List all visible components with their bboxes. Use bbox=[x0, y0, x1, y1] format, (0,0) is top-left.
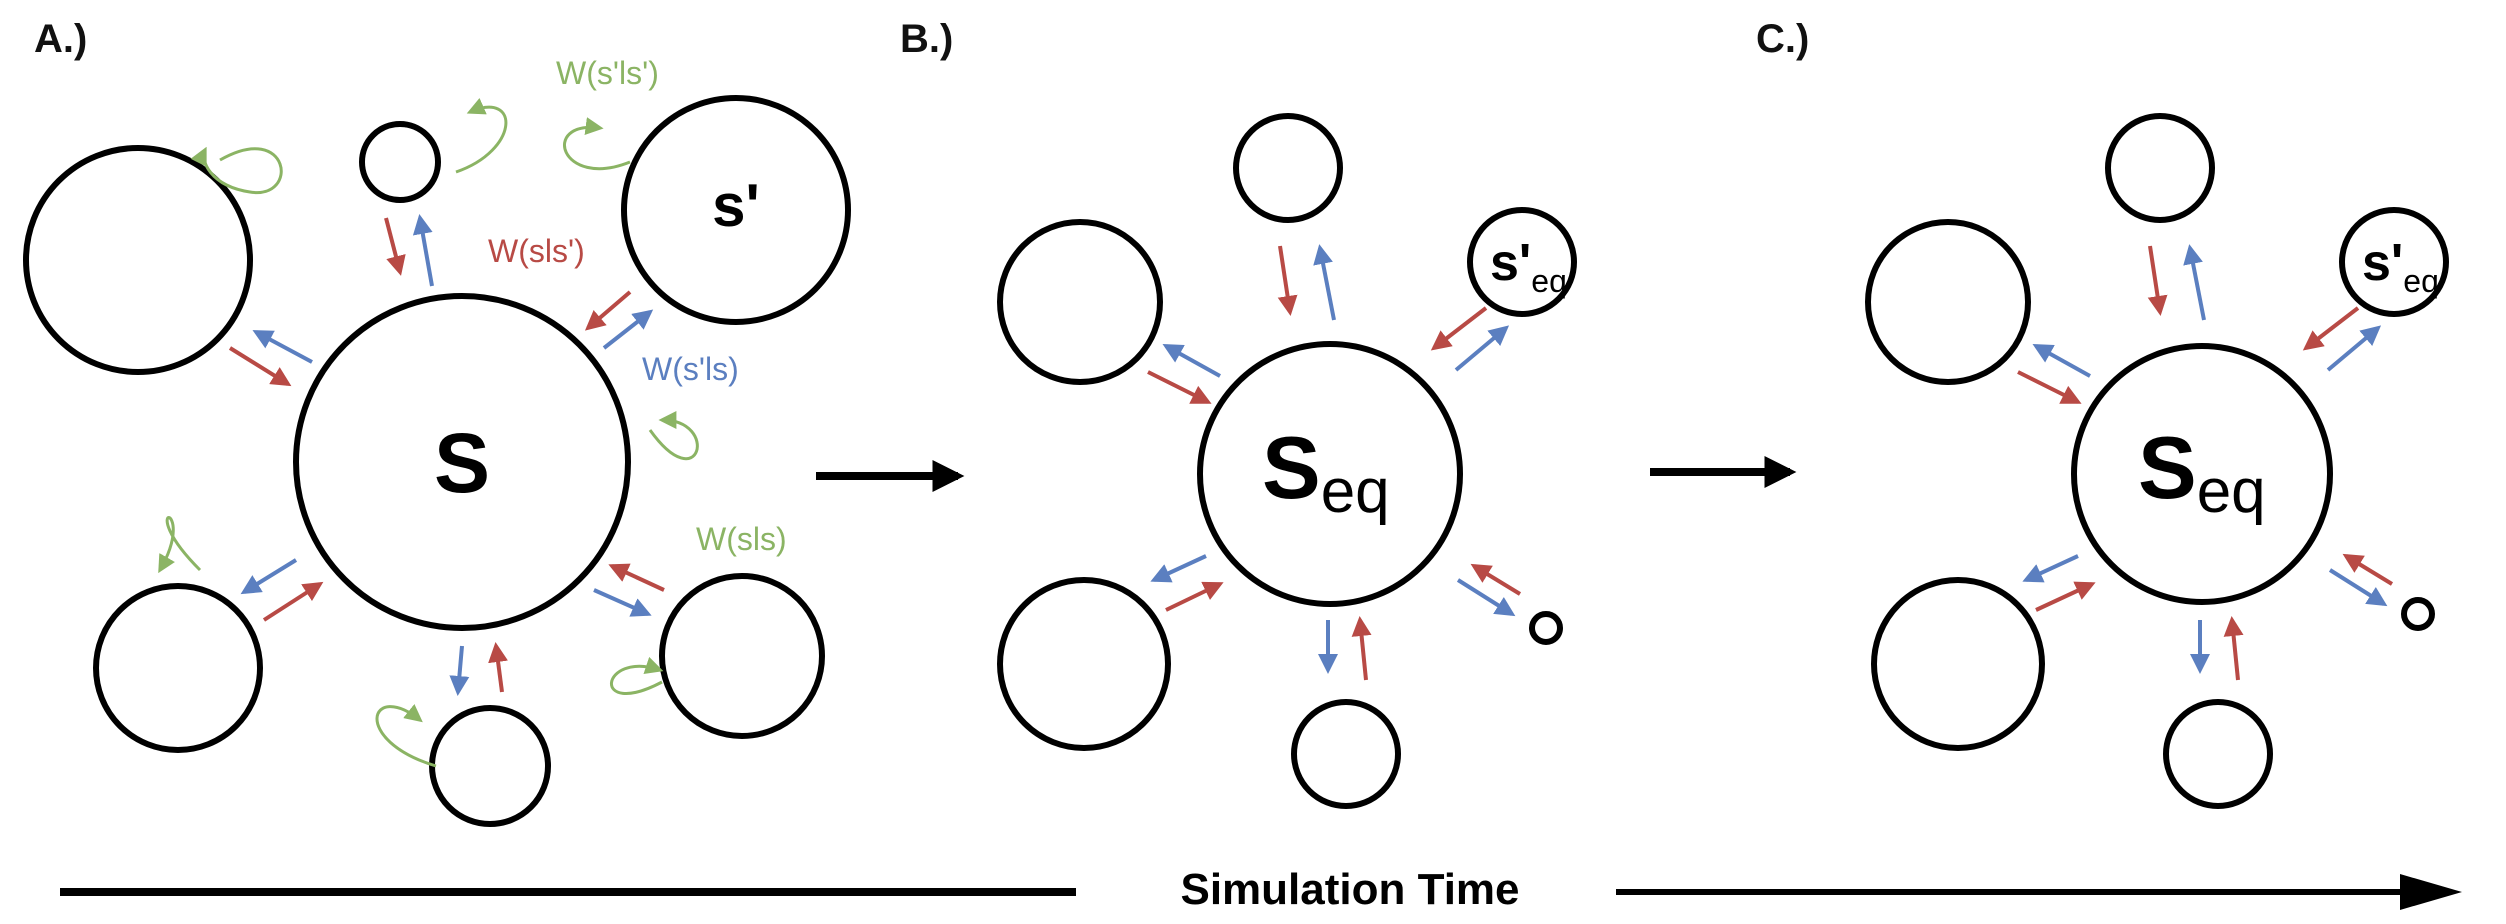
timeline-label: Simulation Time bbox=[1180, 865, 1519, 914]
self-loop-arrow bbox=[190, 146, 283, 194]
arrow-in-red bbox=[1430, 306, 1488, 351]
panel-b-label: B.) bbox=[900, 17, 953, 61]
self-loop-arrow bbox=[562, 117, 631, 170]
panel-b: B.) Seq s'eq bbox=[900, 17, 1577, 809]
state-s-prime-label: s' bbox=[712, 172, 760, 239]
arrow-out-blue bbox=[1313, 244, 1336, 321]
arrow-out-blue bbox=[449, 645, 470, 696]
state-s-prime-eq-label: s'eq bbox=[1490, 234, 1567, 299]
state-s-prime-circle bbox=[621, 95, 851, 325]
arrow-out-blue bbox=[2326, 325, 2382, 372]
self-loop-arrow bbox=[610, 656, 664, 695]
arrow-in-red bbox=[228, 346, 292, 387]
arrow-in-red bbox=[584, 290, 632, 331]
arrow-in-red bbox=[1277, 245, 1298, 316]
state-circle bbox=[93, 583, 263, 753]
arrow-in-red bbox=[2147, 245, 2168, 316]
state-s-label: S bbox=[434, 416, 490, 510]
rate-label-w-sprime-s: W(s'ls) bbox=[642, 351, 739, 387]
state-circle bbox=[2401, 597, 2435, 631]
arrow-in-red bbox=[2342, 553, 2394, 586]
arrow-in-red bbox=[2035, 581, 2096, 612]
self-loop-arrow bbox=[375, 703, 437, 768]
state-circle bbox=[997, 577, 1171, 751]
timeline: Simulation Time bbox=[60, 865, 2462, 914]
arrow-out-blue bbox=[602, 309, 654, 350]
rate-label-w-sprime-sprime: W(s'ls') bbox=[556, 55, 659, 91]
arrow-out-blue bbox=[1454, 325, 1510, 372]
panel-a-label: A.) bbox=[34, 17, 87, 61]
arrow-in-red bbox=[262, 581, 324, 622]
arrow-in-red bbox=[1147, 370, 1212, 404]
state-circle bbox=[1291, 699, 1401, 809]
state-circle bbox=[997, 219, 1163, 385]
state-s-eq-circle bbox=[2071, 343, 2333, 605]
timeline-arrowhead bbox=[2400, 874, 2462, 910]
arrow-in-red bbox=[2017, 370, 2082, 404]
panel-a: A.) S s' bbox=[23, 17, 851, 827]
state-circle bbox=[359, 121, 441, 203]
arrow-out-blue bbox=[593, 588, 652, 617]
self-loops-a bbox=[158, 97, 699, 768]
arrow-in-red bbox=[1351, 616, 1372, 681]
arrow-out-blue bbox=[412, 214, 434, 287]
rate-label-w-s-sprime: W(sls') bbox=[488, 233, 585, 269]
transition-arrows-a bbox=[228, 214, 665, 696]
arrow-out-blue bbox=[1456, 578, 1516, 617]
arrow-out-blue bbox=[1162, 344, 1221, 378]
arrow-in-red bbox=[608, 563, 665, 592]
state-s-prime-eq-label: s'eq bbox=[2362, 234, 2439, 299]
arrow-out-blue bbox=[2022, 554, 2079, 583]
state-circle bbox=[1233, 113, 1343, 223]
state-s-eq-circle bbox=[1197, 341, 1463, 607]
arrow-out-blue bbox=[2183, 244, 2206, 321]
rate-label-w-s-s: W(sls) bbox=[696, 521, 787, 557]
self-loop-arrow bbox=[648, 411, 699, 461]
state-circle bbox=[2105, 113, 2215, 223]
state-circle bbox=[1529, 611, 1563, 645]
state-circle bbox=[23, 145, 253, 375]
arrow-out-blue bbox=[252, 330, 313, 364]
state-s-prime-eq-circle bbox=[2339, 207, 2449, 317]
self-loop-arrow bbox=[455, 97, 508, 174]
panel-c-label: C.) bbox=[1756, 17, 1809, 61]
arrow-in-red bbox=[1165, 581, 1224, 612]
arrow-out-blue bbox=[240, 558, 298, 595]
panel-c: C.) Seq s'eq bbox=[1756, 17, 2449, 809]
state-circle bbox=[429, 705, 551, 827]
state-s-circle bbox=[293, 293, 631, 631]
arrow-out-blue bbox=[2032, 344, 2091, 378]
self-loop-arrow bbox=[158, 516, 202, 574]
state-s-eq-label: Seq bbox=[2138, 418, 2266, 526]
state-circle bbox=[1871, 577, 2045, 751]
transition-arrows-b bbox=[1147, 244, 1522, 681]
arrow-out-blue bbox=[2328, 568, 2388, 607]
arrow-in-red bbox=[488, 642, 508, 693]
arrow-in-red bbox=[2302, 306, 2360, 351]
arrow-in-red bbox=[1470, 563, 1522, 596]
state-s-prime-eq-circle bbox=[1467, 207, 1577, 317]
arrow-in-red bbox=[2223, 616, 2244, 681]
state-circle bbox=[1865, 219, 2031, 385]
state-circle bbox=[659, 573, 825, 739]
transition-arrows-c bbox=[2017, 244, 2394, 681]
state-s-eq-label: Seq bbox=[1262, 418, 1390, 526]
arrow-in-red bbox=[384, 217, 406, 276]
state-circle bbox=[2163, 699, 2273, 809]
arrow-out-blue bbox=[1150, 554, 1207, 583]
